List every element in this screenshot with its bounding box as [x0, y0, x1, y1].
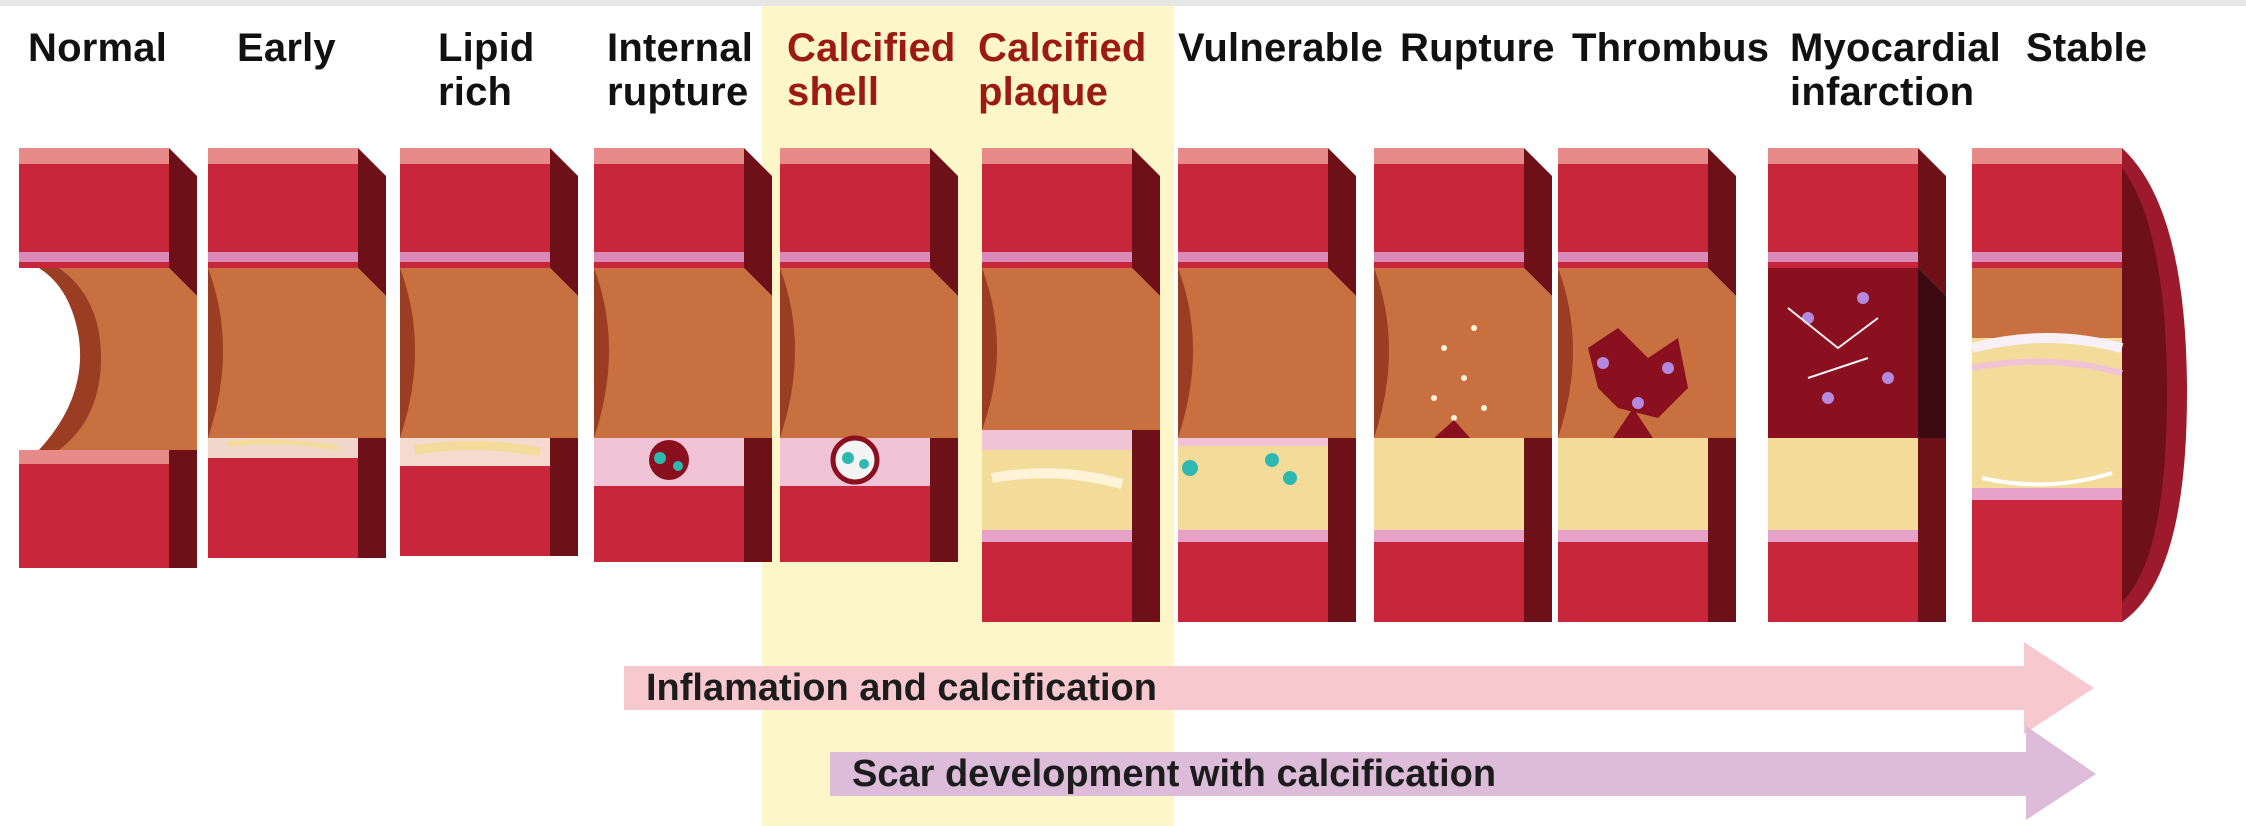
stage-label-rupture: Rupture [1400, 26, 1555, 70]
stage-label-myocardial-infarction: Myocardial infarction [1790, 26, 2001, 114]
artery-rupture [1374, 148, 1574, 638]
scar-development-arrow: Scar development with calcification [830, 722, 2096, 822]
stage-label-stable: Stable [2026, 26, 2147, 70]
stage-label-calcified-plaque: Calcified plaque [978, 26, 1147, 114]
artery-vulnerable [1178, 148, 1378, 638]
artery-thrombus [1558, 148, 1758, 638]
artery-early [208, 148, 408, 568]
inflammation-arrow-label: Inflamation and calcification [646, 663, 1157, 713]
stage-label-early: Early [237, 26, 336, 70]
artery-calcified-shell [780, 148, 980, 568]
artery-normal [14, 148, 224, 568]
artery-internal-rupture [594, 148, 794, 568]
artery-myocardial-infarction [1768, 148, 1968, 638]
stage-label-lipid-rich: Lipid rich [438, 26, 535, 114]
artery-stable [1972, 148, 2212, 638]
stage-label-vulnerable: Vulnerable [1178, 26, 1383, 70]
artery-calcified-plaque [982, 148, 1182, 638]
stage-label-thrombus: Thrombus [1572, 26, 1769, 70]
stage-label-normal: Normal [28, 26, 167, 70]
stage-label-internal-rupture: Internal rupture [607, 26, 753, 114]
scar-arrow-label: Scar development with calcification [852, 749, 1496, 799]
artery-lipid-rich [400, 148, 600, 568]
stage-label-calcified-shell: Calcified shell [787, 26, 956, 114]
